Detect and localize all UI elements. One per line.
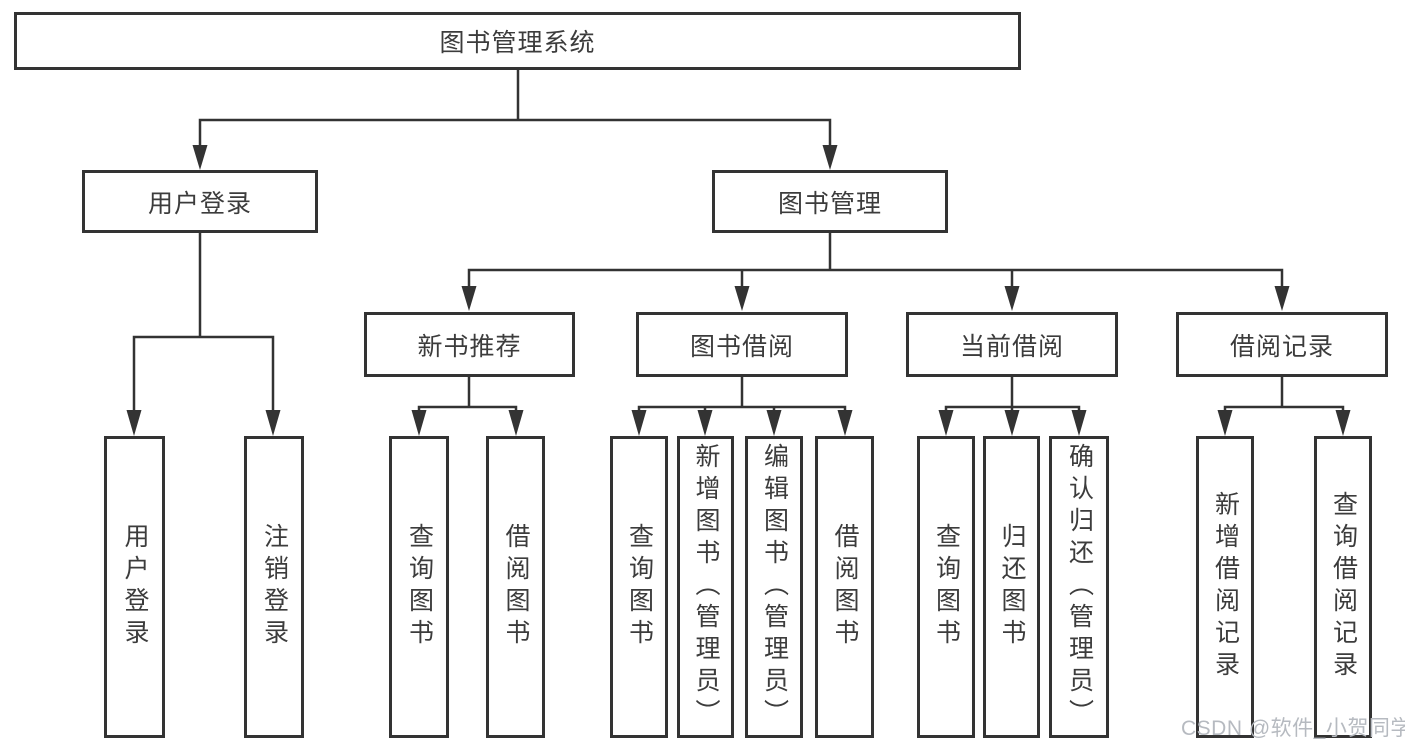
arrow-down-icon (766, 410, 782, 436)
arrow-down-icon (1004, 410, 1020, 436)
arrowhead-icons (126, 145, 1351, 436)
arrow-down-icon (938, 410, 954, 436)
leaf-label: 编辑图书（管理员） (760, 443, 789, 731)
arrow-down-icon (822, 145, 838, 170)
node-user-login: 用户登录 (82, 170, 318, 233)
arrow-down-icon (1071, 410, 1087, 436)
leaf-label: 查询借阅记录 (1329, 491, 1358, 683)
connector-new-book-children (417, 377, 518, 415)
arrow-down-icon (411, 410, 427, 436)
node-book-borrow-label: 图书借阅 (689, 332, 794, 361)
leaf-add-books-admin: 新增图书（管理员） (677, 436, 734, 738)
arrow-down-icon (1274, 286, 1290, 311)
node-book-borrow: 图书借阅 (636, 312, 848, 377)
connector-borrow-records-children (1223, 377, 1345, 415)
arrow-down-icon (734, 286, 750, 311)
leaf-label: 注销登录 (260, 523, 289, 651)
node-book-management: 图书管理 (712, 170, 948, 233)
node-new-book-recommend: 新书推荐 (364, 312, 575, 377)
leaf-user-login: 用户登录 (104, 436, 165, 738)
connector-user-login-children (132, 233, 275, 415)
leaf-label: 借阅图书 (502, 523, 530, 651)
node-root-label: 图书管理系统 (439, 29, 596, 57)
node-borrow-records-label: 借阅记录 (1229, 332, 1334, 361)
csdn-watermark: CSDN @软件_小贺同学 (1181, 717, 1405, 740)
leaf-label: 查询图书 (932, 523, 961, 651)
leaf-label: 查询图书 (405, 523, 434, 651)
leaf-edit-books-admin: 编辑图书（管理员） (745, 436, 803, 738)
arrow-down-icon (126, 410, 142, 436)
leaf-query-books-recommend: 查询图书 (389, 436, 449, 738)
leaf-return-books: 归还图书 (983, 436, 1040, 738)
node-root: 图书管理系统 (14, 12, 1021, 70)
leaf-query-books-current: 查询图书 (917, 436, 975, 738)
leaf-label: 借阅图书 (831, 523, 859, 651)
node-user-login-label: 用户登录 (147, 189, 252, 218)
leaf-query-books-borrow: 查询图书 (610, 436, 668, 738)
leaf-query-borrow-record: 查询借阅记录 (1314, 436, 1372, 738)
leaf-borrow-books: 借阅图书 (815, 436, 874, 738)
arrow-down-icon (1217, 410, 1233, 436)
node-current-borrow-label: 当前借阅 (959, 332, 1064, 361)
connector-book-borrow-children (637, 377, 847, 415)
connector-current-borrow-children (944, 377, 1081, 415)
leaf-borrow-books-recommend: 借阅图书 (486, 436, 545, 738)
node-new-book-recommend-label: 新书推荐 (417, 332, 522, 361)
arrow-down-icon (697, 410, 713, 436)
leaf-label: 归还图书 (998, 523, 1026, 651)
leaf-label: 确认归还（管理员） (1065, 443, 1094, 731)
leaf-label: 新增借阅记录 (1211, 491, 1240, 683)
node-current-borrow: 当前借阅 (906, 312, 1118, 377)
arrow-down-icon (508, 410, 524, 436)
leaf-label: 新增图书（管理员） (692, 443, 720, 731)
arrow-down-icon (837, 410, 853, 436)
arrow-down-icon (1004, 286, 1020, 311)
arrow-down-icon (265, 410, 281, 436)
leaf-add-borrow-record: 新增借阅记录 (1196, 436, 1254, 738)
leaf-label: 用户登录 (121, 523, 149, 651)
connector-book-management-children (467, 233, 1284, 292)
connector-root-to-level2 (198, 70, 832, 150)
leaf-logout: 注销登录 (244, 436, 304, 738)
arrow-down-icon (1335, 410, 1351, 436)
arrow-down-icon (192, 145, 208, 170)
node-borrow-records: 借阅记录 (1176, 312, 1388, 377)
arrow-down-icon (461, 286, 477, 311)
leaf-label: 查询图书 (625, 523, 654, 651)
leaf-confirm-return-admin: 确认归还（管理员） (1049, 436, 1109, 738)
arrow-down-icon (631, 410, 647, 436)
node-book-management-label: 图书管理 (777, 189, 882, 218)
